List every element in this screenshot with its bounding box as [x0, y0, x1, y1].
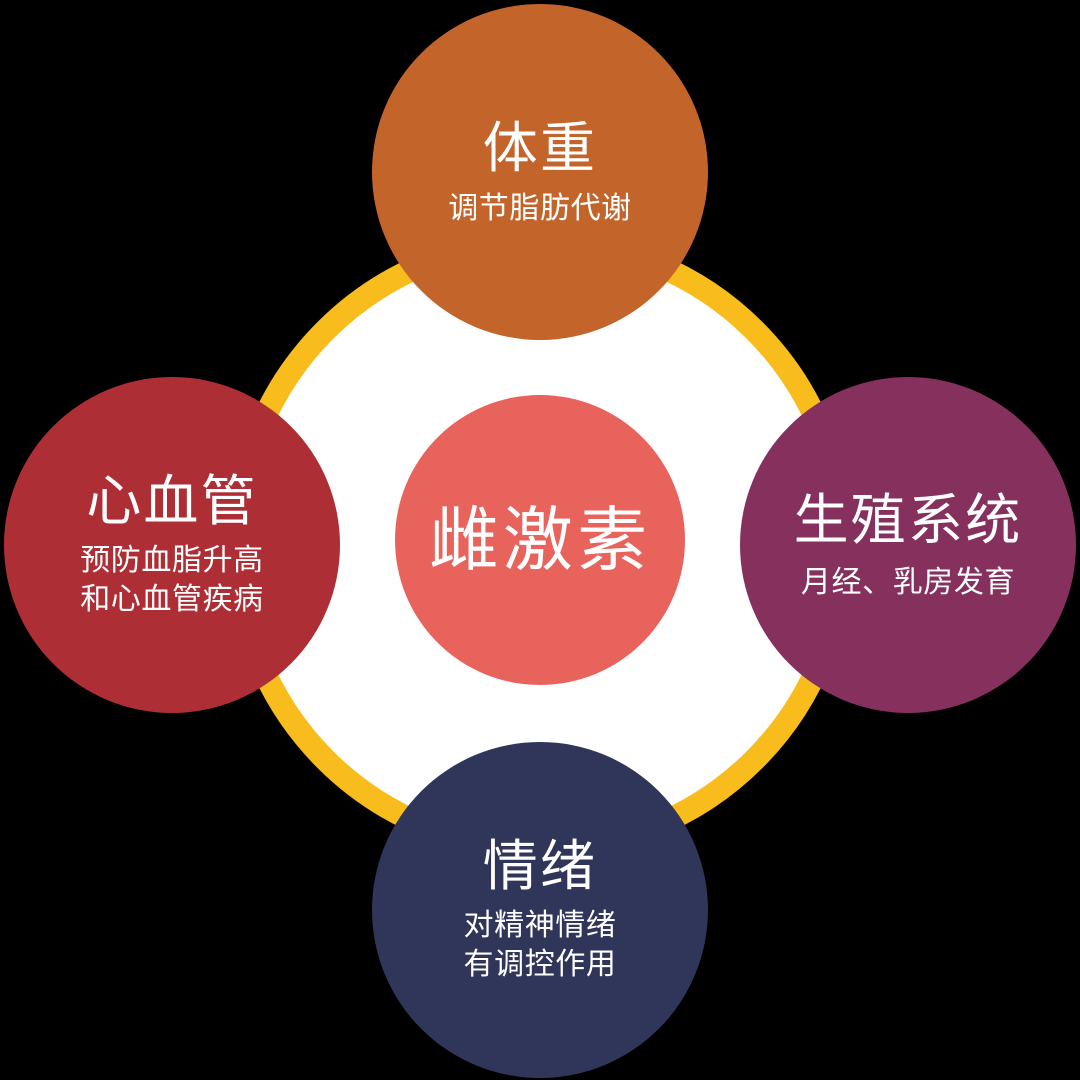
node-weight[interactable]: 体重 调节脂肪代谢 — [372, 4, 708, 340]
node-cardiovascular[interactable]: 心血管 预防血脂升高 和心血管疾病 — [4, 377, 340, 713]
node-weight-title: 体重 — [482, 117, 598, 180]
node-cardiovascular-title: 心血管 — [86, 469, 258, 532]
center-node-title: 雌激素 — [428, 500, 652, 579]
node-mood-description: 对精神情绪 有调控作用 — [463, 909, 617, 981]
center-node-estrogen[interactable]: 雌激素 — [395, 395, 685, 685]
node-mood[interactable]: 情绪 对精神情绪 有调控作用 — [372, 742, 708, 1078]
node-weight-description: 调节脂肪代谢 — [448, 192, 632, 225]
node-cardiovascular-description: 预防血脂升高 和心血管疾病 — [80, 544, 264, 616]
node-reproductive[interactable]: 生殖系统 月经、乳房发育 — [740, 377, 1076, 713]
node-reproductive-description: 月经、乳房发育 — [800, 566, 1016, 599]
node-reproductive-title: 生殖系统 — [793, 489, 1023, 552]
node-mood-title: 情绪 — [482, 834, 598, 897]
